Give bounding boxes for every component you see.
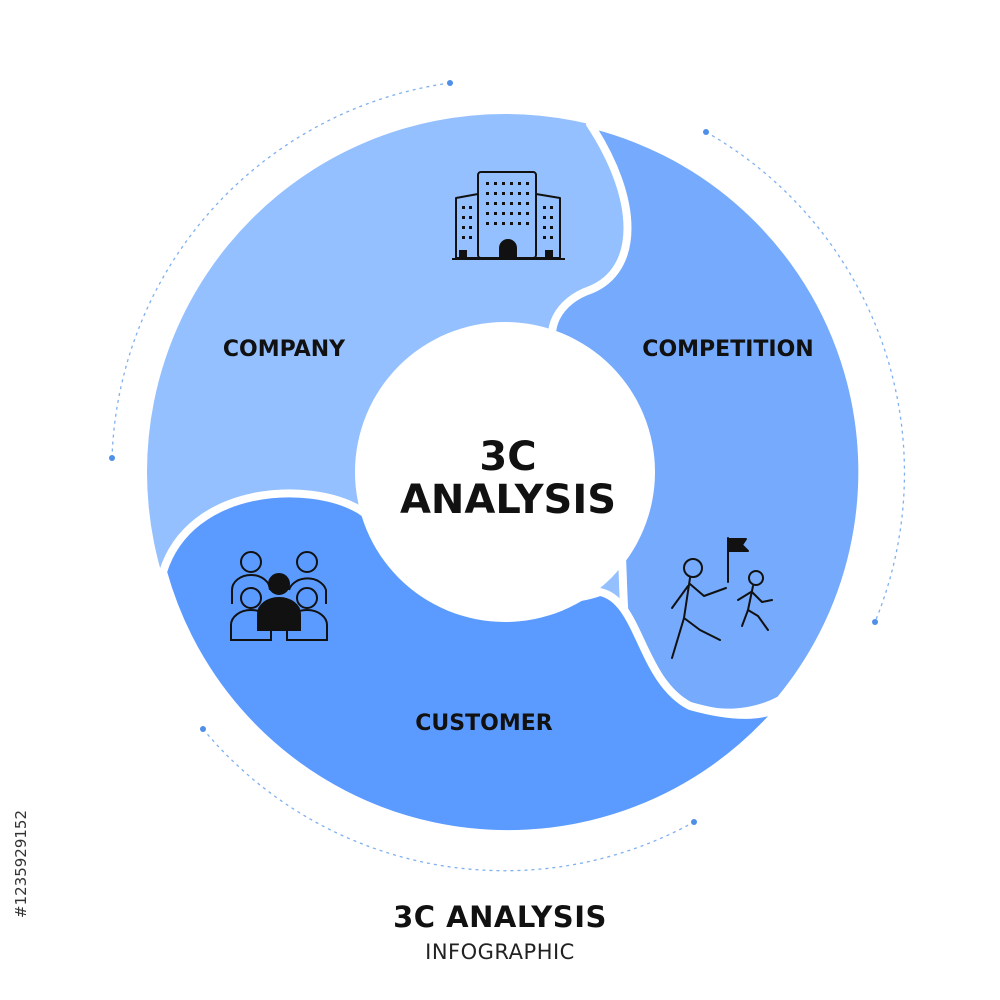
runners-flag-icon [671, 537, 773, 659]
people-group-icon [230, 551, 328, 641]
footer-title: 3C ANALYSIS [393, 900, 607, 934]
center-circle [355, 322, 655, 622]
customer-label: CUSTOMER [415, 711, 552, 736]
footer-subtitle: INFOGRAPHIC [425, 940, 575, 964]
orbit-dot [703, 129, 709, 135]
orbit-dots [109, 80, 878, 825]
center-title-line1: 3C [479, 434, 536, 480]
orbit-dot [200, 726, 206, 732]
orbit-dot [872, 619, 878, 625]
office-building-icon [452, 171, 565, 260]
orbit-dot [691, 819, 697, 825]
orbit-arc-left [111, 82, 451, 459]
stock-id-text: #1235929152 [12, 810, 30, 918]
company-label: COMPANY [223, 337, 346, 362]
orbit-dot [447, 80, 453, 86]
competition-label: COMPETITION [642, 337, 813, 362]
orbit-dot [109, 455, 115, 461]
stock-id-label: #1235929152 [12, 810, 30, 918]
orbit-arc-bottom [202, 728, 695, 872]
orbit-dotted-arcs [111, 82, 906, 872]
center-title-line2: ANALYSIS [400, 477, 616, 523]
